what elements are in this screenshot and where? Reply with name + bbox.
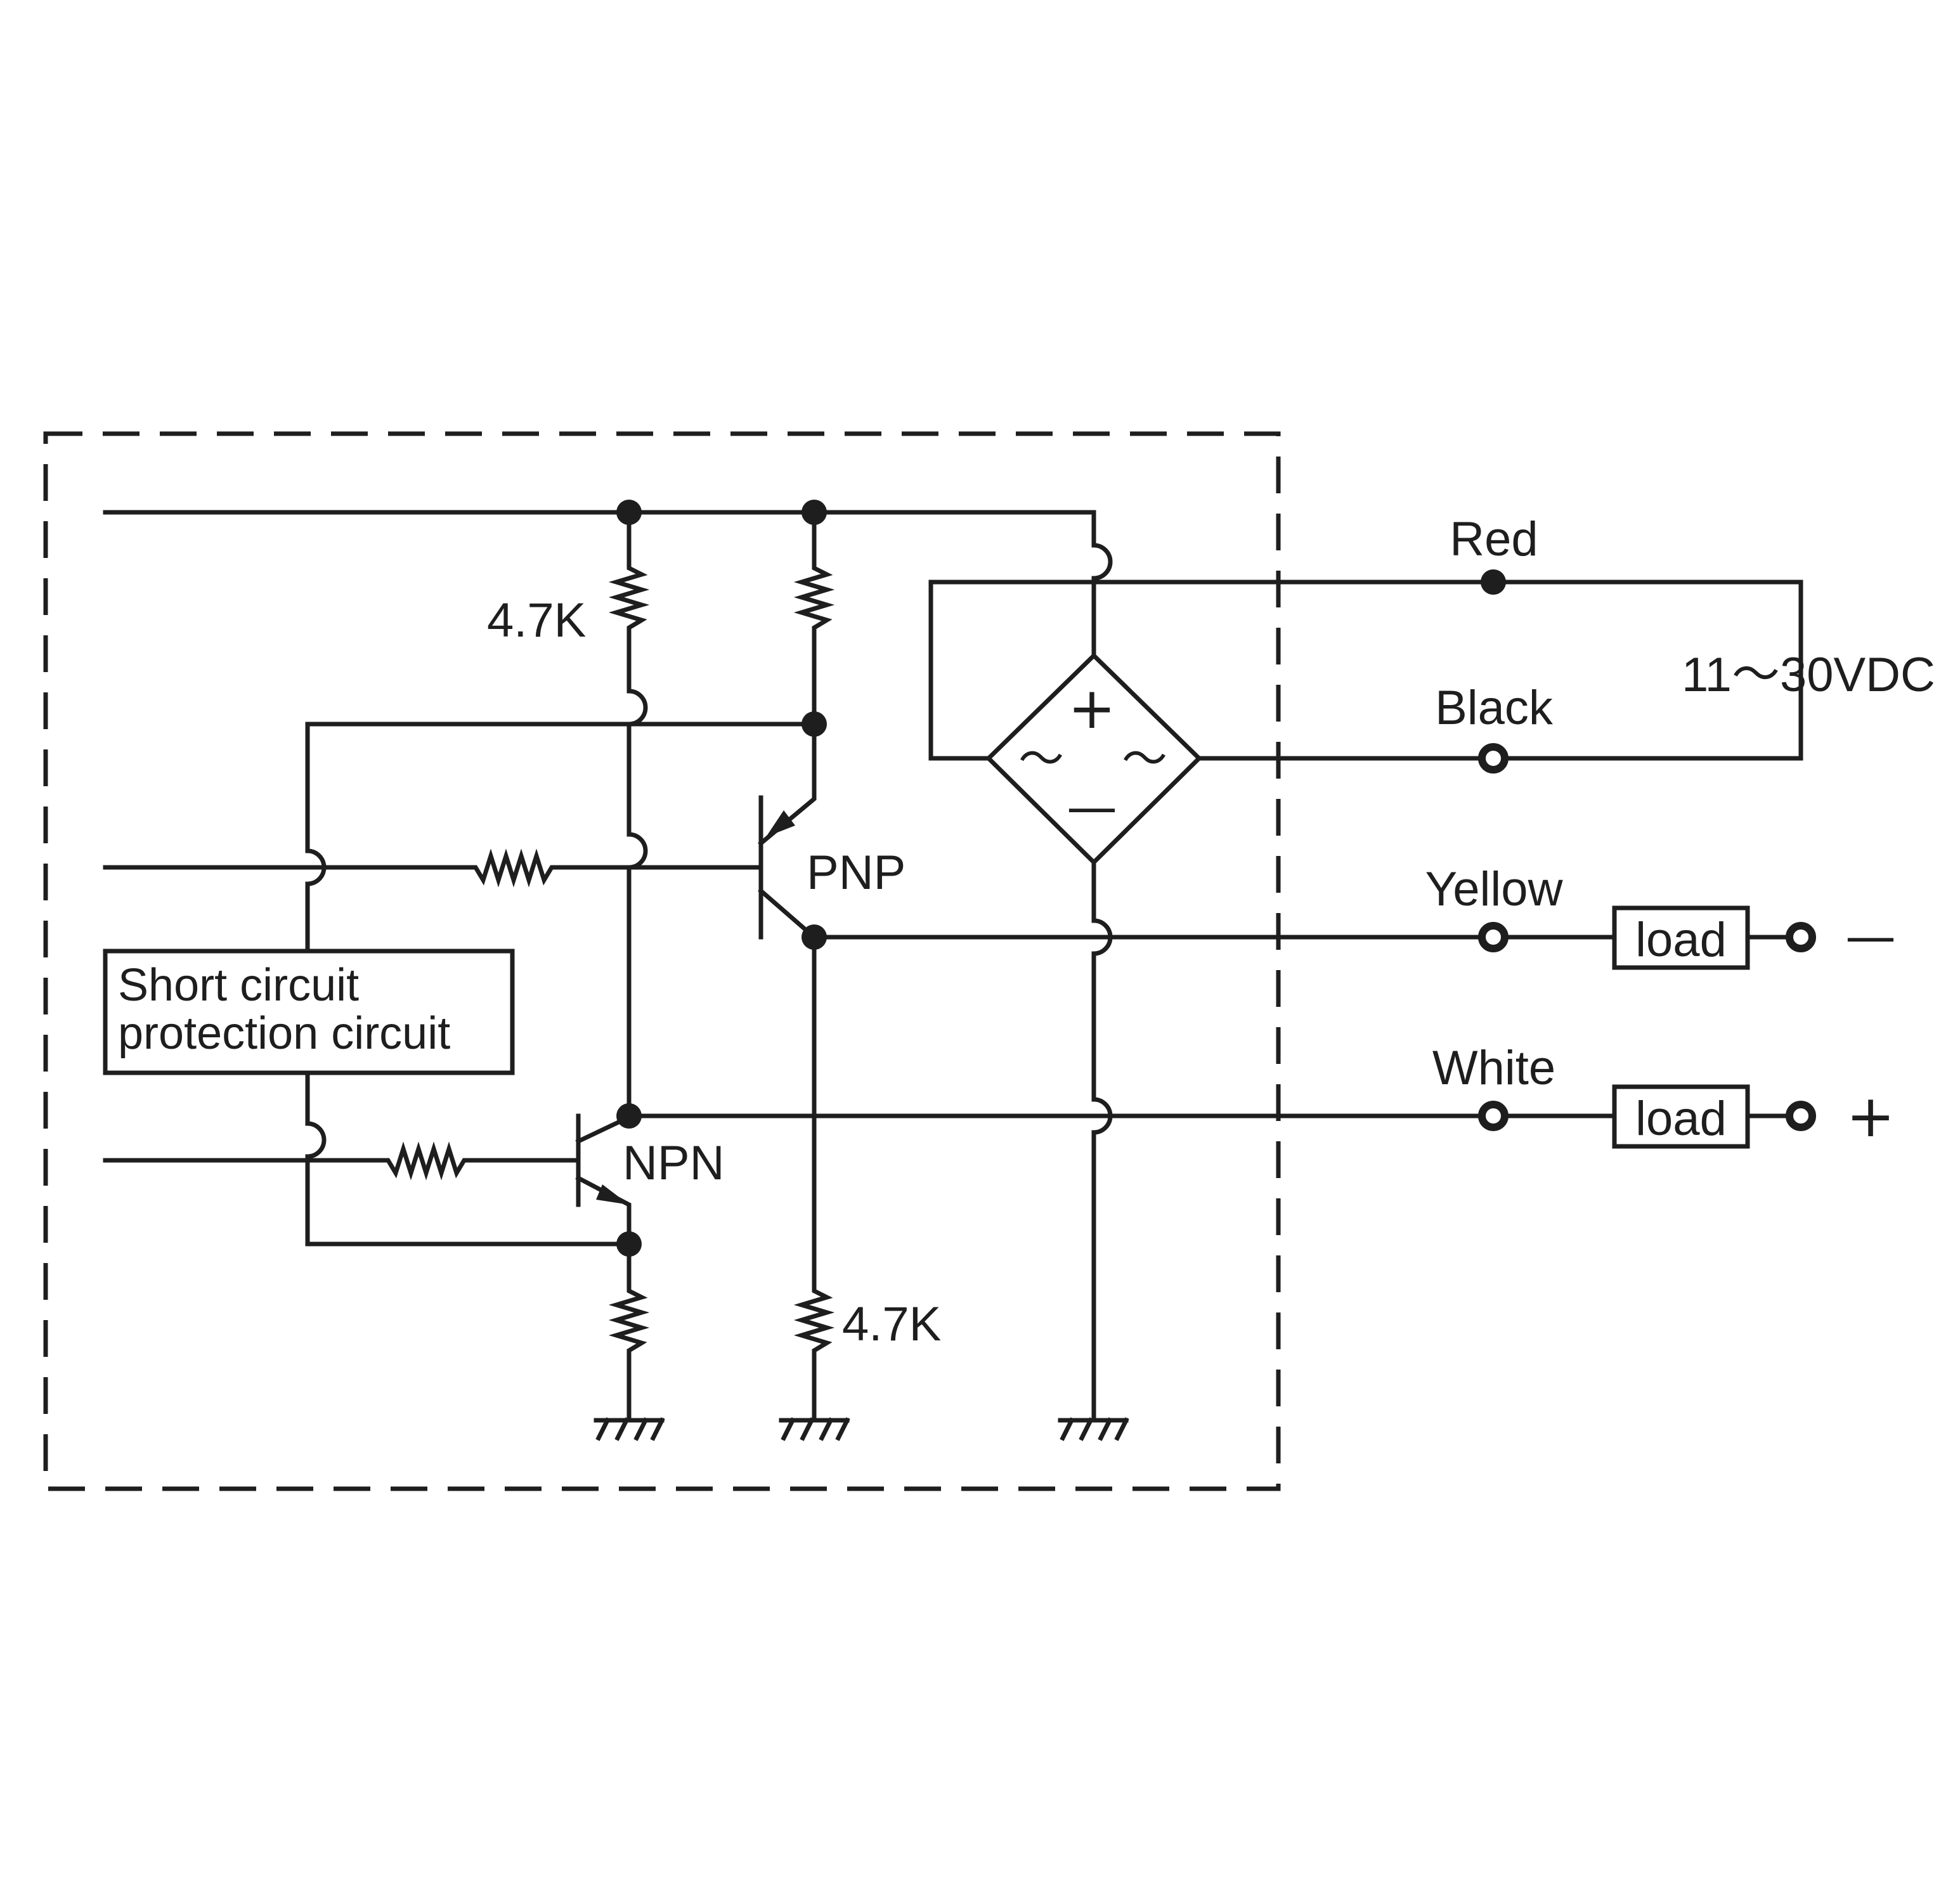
npn-label: NPN (623, 1136, 724, 1190)
protection-label-line1: Short circuit (118, 960, 359, 1011)
ground-symbol-npn (594, 1417, 665, 1441)
npn-base-wire (103, 1070, 632, 1247)
yellow-wire-label: Yellow (1425, 862, 1564, 916)
red-wire-label: Red (1450, 512, 1538, 566)
top-supply-rail (103, 510, 1113, 614)
bridge-ac-right-label: ～ (1122, 732, 1167, 786)
bridge-wiring (928, 580, 1803, 1423)
pnp-label: PNP (807, 846, 905, 900)
resistor-label-upper: 4.7K (487, 593, 586, 647)
plus-sign-label: + (1846, 1082, 1895, 1150)
junction-dot (802, 711, 827, 737)
bridge-minus-label: — (1067, 777, 1117, 836)
junction-dot (802, 500, 827, 525)
pnp-transistor (758, 722, 817, 940)
pnp-base-wire (103, 848, 763, 888)
load-label-bottom: load (1635, 1092, 1727, 1146)
load-label-top: load (1635, 913, 1727, 967)
resistor-label-lower: 4.7K (842, 1297, 941, 1351)
red-junction-dot (1481, 569, 1506, 595)
ground-symbol-pnp (779, 1417, 850, 1441)
pnp-output-wire (793, 935, 1486, 1423)
minus-terminal (1786, 922, 1816, 952)
bridge-plus-label: + (1068, 675, 1115, 742)
white-load: load + (1502, 1082, 1895, 1150)
minus-sign-label: — (1845, 907, 1896, 966)
bridge-ac-left-label: ～ (1018, 732, 1064, 786)
white-terminal (1478, 1101, 1509, 1131)
white-wire-label: White (1432, 1041, 1555, 1095)
npn-emitter-resistor (608, 1241, 650, 1423)
junction-dot (616, 1103, 642, 1129)
upper-right-resistor (793, 510, 835, 727)
yellow-load: load — (1502, 905, 1896, 970)
junction-dot (616, 1231, 642, 1257)
pnp-feedback-wire (305, 722, 817, 954)
bridge-rectifier: + — ～ ～ (985, 652, 1202, 865)
upper-left-resistor (608, 510, 650, 1116)
black-terminal (1478, 743, 1509, 774)
black-wire-label: Black (1435, 681, 1554, 735)
protection-label-line2: protection circuit (118, 1008, 450, 1059)
npn-transistor (575, 1113, 632, 1247)
short-circuit-protection-box: Short circuit protection circuit (103, 949, 515, 1075)
junction-dot (802, 924, 827, 950)
plus-terminal (1786, 1101, 1816, 1131)
voltage-label: 11～30VDC (1682, 648, 1935, 702)
junction-dot (616, 500, 642, 525)
yellow-terminal (1478, 922, 1509, 952)
ground-symbol-bridge (1058, 1417, 1129, 1441)
